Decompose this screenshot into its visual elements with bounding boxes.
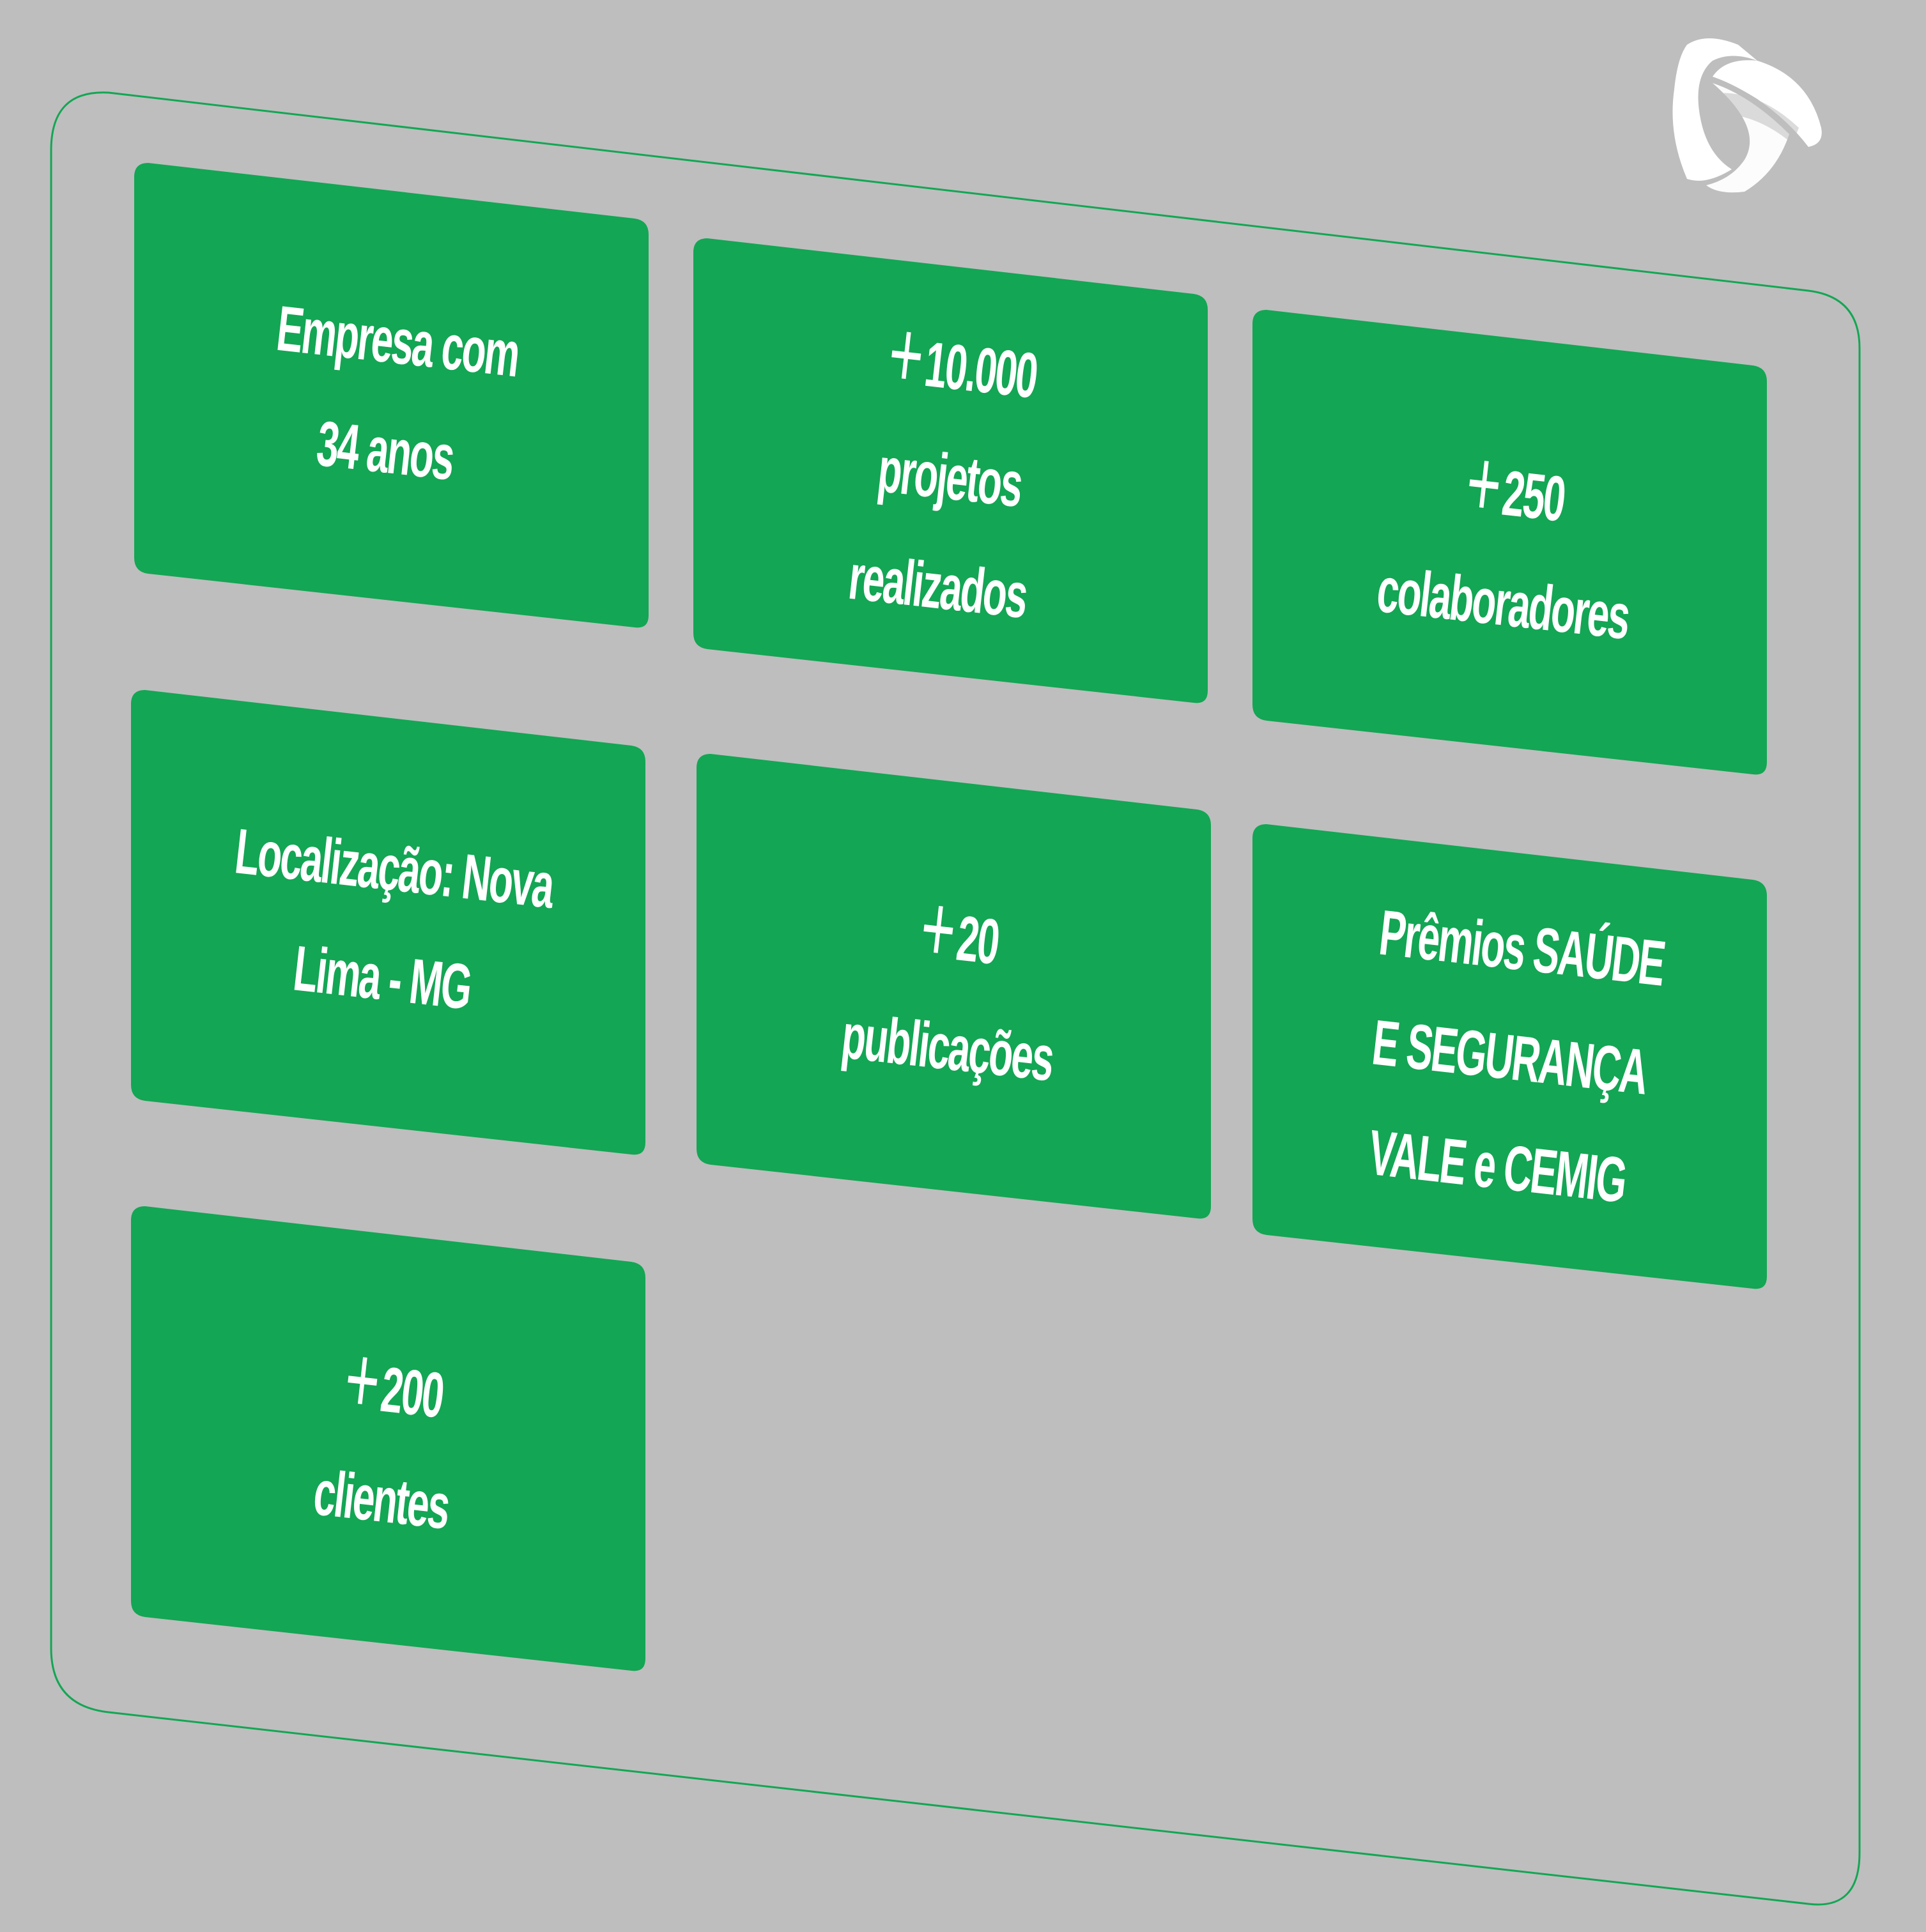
stat-card-label: Empresa com	[273, 292, 522, 391]
stat-card-6	[1252, 824, 1767, 1289]
stat-card-line: colaboradores	[1371, 535, 1635, 672]
stat-card-7	[131, 1206, 645, 1671]
stat-card-label: VALE e CEMIG	[1365, 1116, 1629, 1216]
stat-card-1	[134, 163, 649, 628]
stat-card-label: Lima - MG	[289, 932, 474, 1023]
stat-card-5	[697, 754, 1211, 1219]
stat-card-label: 10.000	[921, 328, 1040, 412]
stat-card-label: E SEGURANÇA	[1369, 1006, 1651, 1108]
stat-card-line: +200	[339, 1319, 450, 1451]
stat-card-label: 34 anos	[313, 407, 458, 494]
stat-card-label: 250	[1498, 457, 1568, 535]
stat-card-2	[693, 238, 1208, 703]
stat-card-line: publicações	[836, 981, 1058, 1114]
stat-card-label: clientes	[310, 1457, 453, 1543]
stat-card-line: Empresa com	[271, 273, 524, 410]
stat-card-label: realizados	[845, 540, 1030, 632]
stat-card-line: +250	[1460, 423, 1571, 555]
stat-card-label: Prêmios SAÚDE	[1376, 896, 1668, 1000]
stat-card-label: colaboradores	[1373, 553, 1633, 654]
stat-card-line: Lima - MG	[288, 914, 477, 1043]
stat-card-label: publicações	[838, 1000, 1056, 1095]
stat-card-line: clientes	[309, 1438, 455, 1561]
stat-card-line: realizados	[843, 522, 1032, 651]
stat-card-line: Localização: Nova	[230, 796, 559, 940]
stat-card-line: +10.000	[882, 294, 1043, 431]
stat-card-3	[1252, 310, 1767, 775]
outer-frame	[50, 91, 1861, 1906]
stat-card-label: projetos	[874, 433, 1026, 521]
cards-layer	[131, 163, 1767, 1671]
stat-card-4	[131, 690, 645, 1155]
stat-card-label: 200	[377, 1353, 447, 1432]
stat-card-line: +20	[914, 868, 1005, 997]
stat-card-label: Localização: Nova	[231, 815, 557, 922]
stat-card-text-1: Empresa com 34 anos	[113, 164, 670, 627]
stat-card-line: projetos	[872, 415, 1027, 540]
brand-logo-icon	[1672, 38, 1822, 193]
stat-card-line: 34 anos	[311, 388, 459, 513]
stat-card-label: 20	[953, 902, 1002, 978]
